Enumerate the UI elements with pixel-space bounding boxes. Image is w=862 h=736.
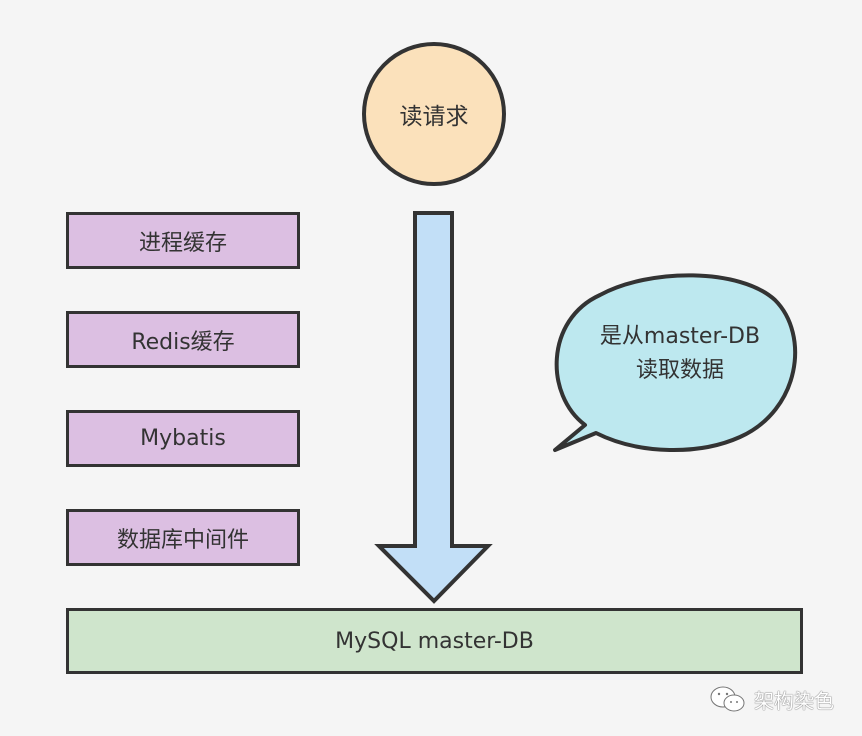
watermark-text: 架构染色 [754, 688, 834, 713]
wechat-icon [710, 686, 745, 712]
layer-process-cache: 进程缓存 [66, 212, 300, 269]
speech-bubble [553, 273, 798, 453]
watermark: 架构染色 [708, 684, 834, 714]
database-label: MySQL master-DB [335, 628, 534, 654]
layer-label: 数据库中间件 [116, 527, 249, 553]
read-request-label: 读请求 [399, 104, 469, 130]
layer-db-middleware: 数据库中间件 [66, 509, 300, 566]
layer-redis-cache: Redis缓存 [66, 311, 300, 368]
speech-bubble-text: 是从master-DB 读取数据 [560, 320, 800, 388]
layer-mybatis: Mybatis [66, 410, 300, 467]
mysql-master-db-node: MySQL master-DB [66, 608, 803, 674]
layer-label: 进程缓存 [138, 230, 227, 256]
read-request-node: 读请求 [362, 42, 506, 186]
layer-label: Mybatis [140, 426, 226, 451]
layer-label: Redis缓存 [131, 329, 235, 355]
speech-bubble-line-1: 是从master-DB [599, 324, 761, 349]
speech-bubble-line-2: 读取数据 [635, 358, 724, 383]
down-arrow [374, 211, 493, 604]
